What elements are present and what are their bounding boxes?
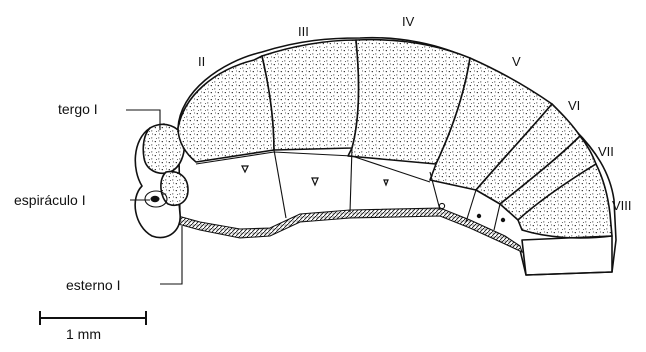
spiracle-III [312,178,318,185]
ventral-strip [178,208,522,252]
tergite-II [178,56,274,162]
tergo-I-lower [161,172,188,206]
segment-line-2 [350,148,352,212]
label-tergo: tergo I [58,101,98,117]
spiracle-II [242,166,248,172]
segment-line-5 [494,204,500,230]
tergite-III [262,40,359,150]
segment-label-II: II [198,54,205,69]
label-esterno: esterno I [66,277,120,293]
terminal-segment [522,236,612,275]
scale-bar-label: 1 mm [66,326,101,342]
spiracle-IV [384,180,388,185]
segment-label-III: III [298,24,309,39]
segment-label-VII: VII [598,144,614,159]
segment-label-VIII: VIII [612,198,632,213]
segment-label-VI: VI [568,98,580,113]
spiracle-VI [477,214,481,218]
segment-line-4 [466,190,476,222]
scale-bar: 1 mm [40,311,146,342]
segment-line-1 [274,150,286,218]
segment-label-V: V [512,54,521,69]
spiracle-I [151,196,160,202]
spiracle-V [439,203,444,208]
segment-label-IV: IV [402,14,415,29]
label-espiraculo: espiráculo I [14,192,86,208]
spiracle-VII [501,218,505,222]
